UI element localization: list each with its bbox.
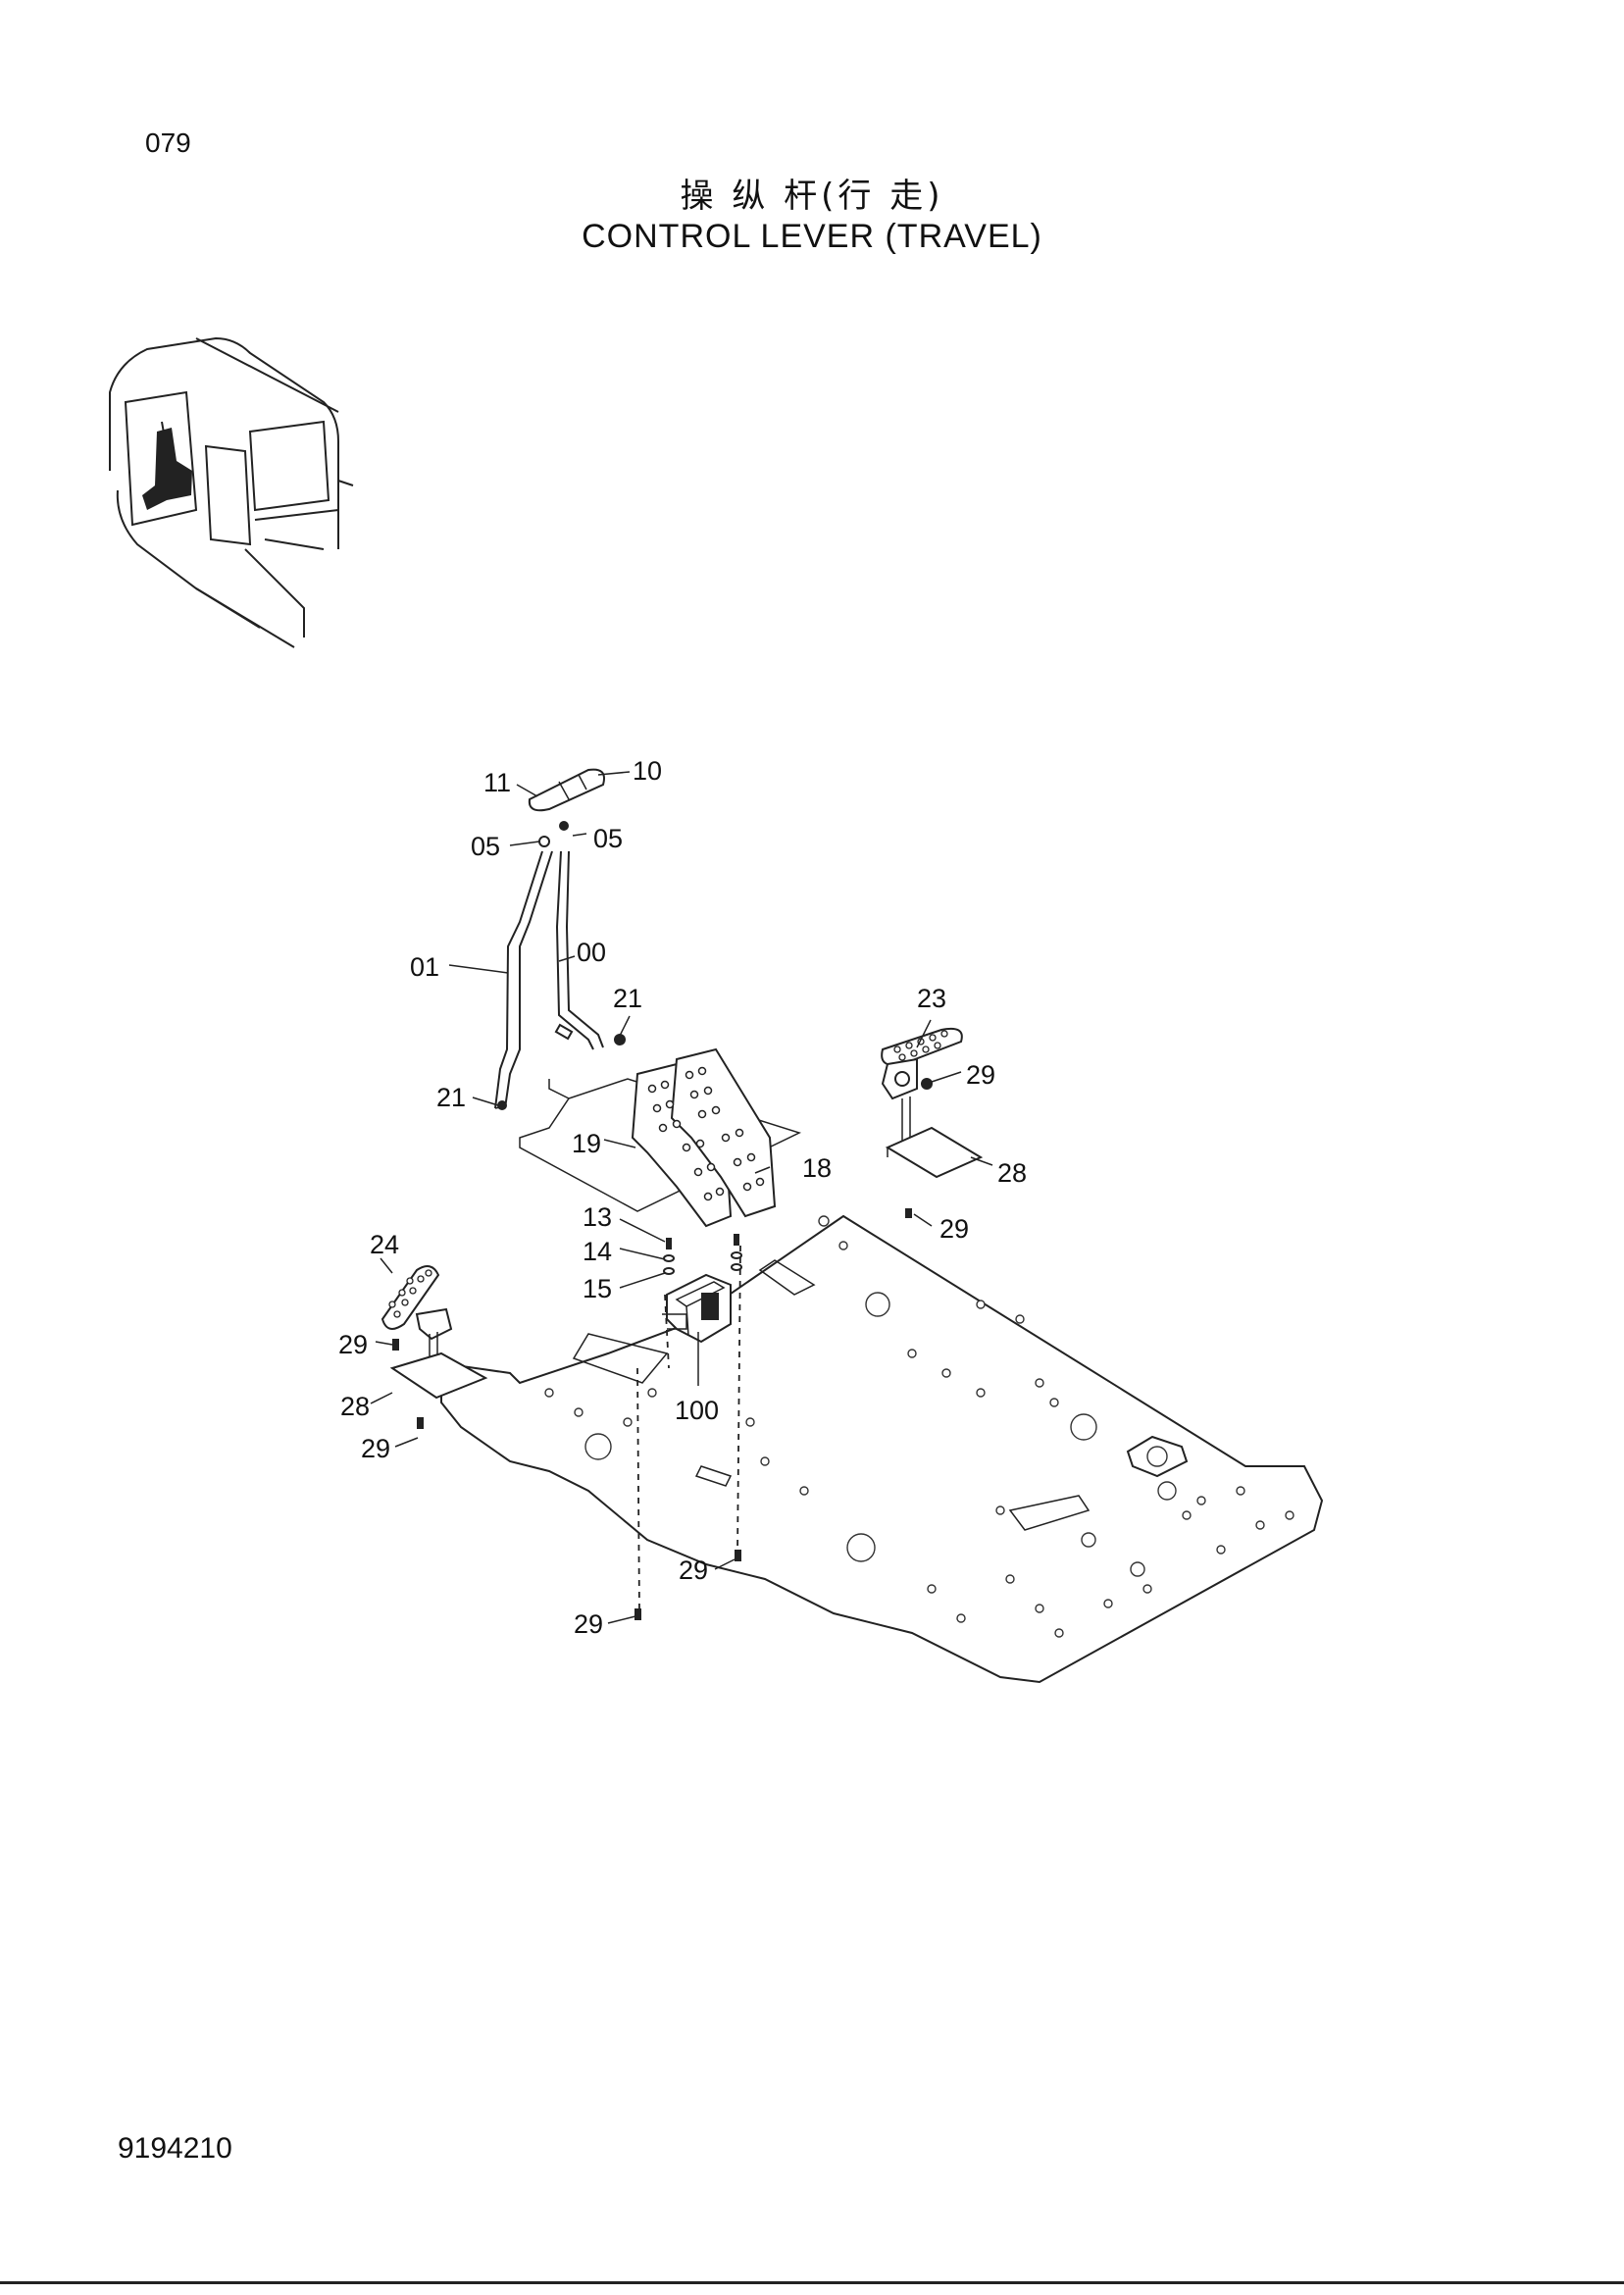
floor-plate [440,1214,1324,1684]
pilot-valve-100 [662,1273,732,1344]
callout-19: 19 [572,1129,601,1158]
callout-29-center: 29 [679,1556,708,1585]
bottom-bolts [634,1550,741,1620]
cab-locator-illustration [109,336,354,648]
callout-29-left-top: 29 [338,1330,368,1359]
callout-23: 23 [917,984,946,1013]
callout-21-left: 21 [436,1083,466,1112]
title-english: CONTROL LEVER (TRAVEL) [582,218,1042,255]
callout-labels: 11 10 05 05 01 00 21 21 23 29 28 29 19 1… [338,756,1027,1639]
callout-21-right: 21 [613,984,642,1013]
callout-28-left: 28 [340,1392,370,1421]
callout-11: 11 [483,768,511,797]
callout-15: 15 [583,1274,612,1303]
callout-13: 13 [583,1202,612,1232]
travel-levers [494,821,604,1109]
bolt-21 [497,1034,626,1110]
lever-grip [528,768,605,812]
left-aux-pedal [381,1265,488,1429]
callout-10: 10 [633,756,662,786]
callout-29-bottom: 29 [574,1609,603,1639]
leader-lines [370,771,993,1624]
callout-05-left: 05 [471,832,500,861]
callout-01: 01 [410,952,439,982]
callout-100: 100 [675,1396,719,1425]
right-aux-pedal [881,1027,984,1218]
callout-29-right-bottom: 29 [939,1214,969,1244]
callout-05-right: 05 [593,824,623,853]
page-number: 079 [145,128,191,158]
mounting-dash-lines [636,1245,741,1614]
callout-14: 14 [583,1237,612,1266]
callout-29-left-bottom: 29 [361,1434,390,1463]
document-code: 9194210 [118,2132,232,2165]
callout-18: 18 [802,1153,832,1183]
title-chinese: 操 纵 杆(行 走) [680,177,944,216]
callout-29-right-top: 29 [966,1060,995,1090]
bottom-divider [0,2281,1624,2284]
travel-pedals [631,1047,777,1228]
callout-28-right: 28 [997,1158,1027,1188]
callout-24: 24 [370,1230,399,1259]
bolt-stack [663,1234,742,1275]
callout-00: 00 [577,938,606,967]
